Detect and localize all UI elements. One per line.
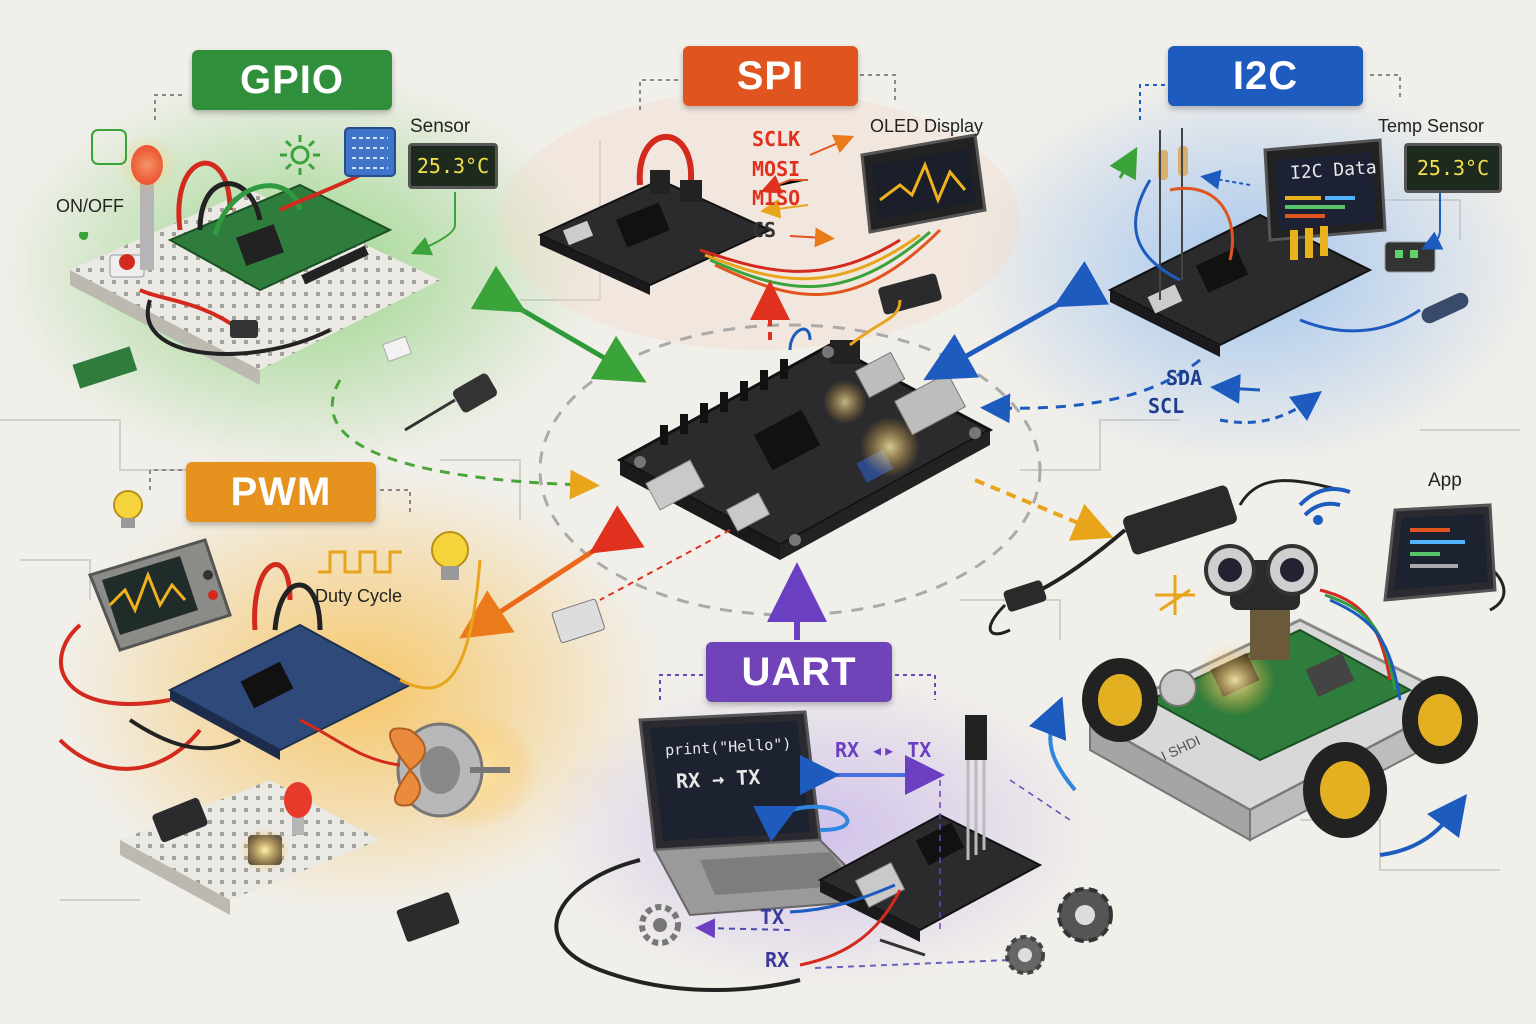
spi-display-label: OLED Display bbox=[870, 116, 984, 136]
wheel bbox=[1303, 742, 1387, 838]
duty-wave bbox=[318, 550, 402, 574]
uart-tx-label: TX bbox=[760, 905, 785, 929]
robot-icon bbox=[988, 479, 1506, 857]
gpio-breadboard bbox=[70, 94, 456, 389]
spi-sclk-label: SCLK bbox=[752, 127, 801, 151]
central-board bbox=[616, 299, 994, 560]
i2c-scl-label: SCL bbox=[1148, 394, 1185, 418]
uart-rx-tx-label: RX ◂▸ TX bbox=[835, 738, 932, 762]
gpio-sensor-label: Sensor bbox=[410, 116, 471, 137]
wheel bbox=[1082, 658, 1158, 742]
led-icon bbox=[117, 135, 177, 270]
i2c-sensor-readout: 25.3°C bbox=[1404, 143, 1502, 193]
spi-board bbox=[537, 74, 987, 315]
i2c-screen bbox=[1263, 138, 1387, 242]
robot-app-label: App bbox=[1428, 470, 1462, 491]
pwm-link-arrow bbox=[459, 505, 645, 639]
uart-laptop-rxtx: RX → TX bbox=[675, 764, 761, 794]
pwm-breadboard bbox=[120, 780, 380, 915]
usb-cable bbox=[554, 858, 801, 992]
robot-link-arrow bbox=[974, 478, 1114, 541]
gear-icon bbox=[1057, 887, 1113, 943]
gpio-title: GPIO bbox=[192, 50, 392, 110]
spi-title: SPI bbox=[683, 46, 858, 106]
spi-cs-label: CS bbox=[752, 218, 777, 242]
bulb-icon bbox=[431, 531, 469, 580]
oscilloscope-icon bbox=[88, 538, 232, 652]
bulb-icon bbox=[113, 490, 143, 528]
robot-motion-arrow bbox=[1029, 696, 1077, 792]
gear-icon bbox=[639, 904, 681, 946]
pwm-title: PWM bbox=[186, 462, 376, 522]
button-icon bbox=[119, 254, 135, 270]
i2c-title: I2C bbox=[1168, 46, 1363, 106]
spi-mosi-label: MOSI bbox=[752, 157, 801, 181]
motor-icon bbox=[389, 710, 540, 830]
i2c-dashed-link bbox=[980, 358, 1201, 424]
gpio-sensor-readout: 25.3°C bbox=[408, 143, 498, 189]
gpio-link-arrow bbox=[470, 265, 647, 383]
app-tablet bbox=[1383, 503, 1497, 602]
i2c-board bbox=[1107, 74, 1469, 424]
uart-title: UART bbox=[706, 642, 892, 702]
dongle-left bbox=[453, 373, 497, 413]
uart-area bbox=[554, 674, 1113, 992]
chip-floating bbox=[551, 598, 605, 643]
sun-icon bbox=[280, 135, 320, 175]
oled-display bbox=[860, 133, 987, 234]
robot-motion-arrow bbox=[1379, 794, 1468, 857]
gpio-switch-label: ON/OFF bbox=[56, 196, 124, 216]
i2c-temp-sensor-label: Temp Sensor bbox=[1378, 116, 1485, 136]
wheel bbox=[1402, 676, 1478, 764]
sensor-module bbox=[344, 127, 396, 177]
i2c-link-arrow bbox=[923, 260, 1110, 381]
i2c-sda-label: SDA bbox=[1166, 366, 1203, 390]
pwm-dashed-link bbox=[599, 529, 731, 601]
gear-icon bbox=[1005, 935, 1045, 975]
pwm-duty-label: Duty Cycle bbox=[315, 586, 403, 606]
sd-card bbox=[396, 892, 460, 942]
spi-miso-label: MISO bbox=[752, 186, 801, 210]
pwm-board bbox=[58, 469, 540, 942]
wifi-icon bbox=[1298, 487, 1351, 525]
gpio-dashed-link bbox=[330, 379, 600, 500]
uart-rx-label: RX bbox=[765, 948, 790, 972]
